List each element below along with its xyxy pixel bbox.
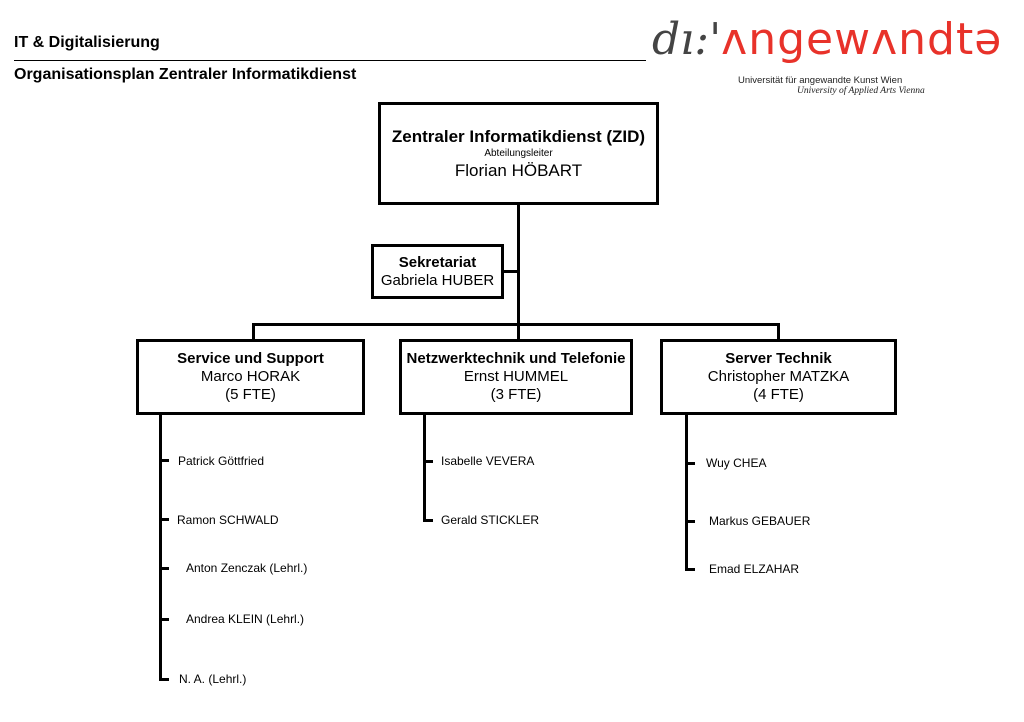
secretariat-name: Gabriela HUBER <box>380 271 495 289</box>
department-box-server-technik: Server Technik Christopher MATZKA (4 FTE… <box>660 339 897 415</box>
member-tick <box>159 567 169 570</box>
logo-caption-en: University of Applied Arts Vienna <box>797 86 925 96</box>
member-tick <box>159 459 169 462</box>
department-box-network-telephony: Netzwerktechnik und Telefonie Ernst HUMM… <box>399 339 633 415</box>
connector-dept-3 <box>777 323 780 341</box>
member-line-dept-2 <box>423 415 426 522</box>
head-box: Zentraler Informatikdienst (ZID) Abteilu… <box>378 102 659 205</box>
department-title: Netzwerktechnik und Telefonie <box>406 350 626 367</box>
connector-dept-2 <box>517 323 520 341</box>
member-name: Gerald STICKLER <box>441 513 540 527</box>
member-tick <box>423 519 433 522</box>
head-name: Florian HÖBART <box>454 160 583 180</box>
header-divider <box>14 60 646 61</box>
angewandte-logo: dı:'ʌngewʌndtə <box>652 18 1002 62</box>
member-name: Anton Zenczak (Lehrl.) <box>186 561 308 575</box>
connector-dept-1 <box>252 323 255 341</box>
head-title: Zentraler Informatikdienst (ZID) <box>391 126 646 146</box>
department-lead: Ernst HUMMEL <box>463 368 569 385</box>
page-title: IT & Digitalisierung <box>14 34 160 51</box>
page-subtitle: Organisationsplan Zentraler Informatikdi… <box>14 66 357 83</box>
member-name: N. A. (Lehrl.) <box>179 672 247 686</box>
member-tick <box>159 518 169 521</box>
logo-wordmark: ʌngewʌndtə <box>721 14 1003 65</box>
connector-secretariat <box>503 270 519 273</box>
logo-prefix: dı:' <box>652 14 722 65</box>
member-tick <box>159 618 169 621</box>
department-lead: Christopher MATZKA <box>707 368 850 385</box>
logo-caption-de: Universität für angewandte Kunst Wien <box>738 75 903 86</box>
department-lead: Marco HORAK <box>200 368 301 385</box>
member-tick <box>423 460 433 463</box>
department-title: Service und Support <box>177 350 324 367</box>
member-tick <box>685 462 695 465</box>
department-fte: (5 FTE) <box>225 386 276 403</box>
member-name: Andrea KLEIN (Lehrl.) <box>186 612 305 626</box>
member-name: Isabelle VEVERA <box>441 454 535 468</box>
head-role: Abteilungsleiter <box>484 147 553 159</box>
department-fte: (3 FTE) <box>490 386 542 403</box>
member-tick <box>159 678 169 681</box>
connector-horizontal-bus <box>252 323 780 326</box>
member-tick <box>685 568 695 571</box>
department-fte: (4 FTE) <box>753 386 804 403</box>
member-line-dept-1 <box>159 415 162 680</box>
department-title: Server Technik <box>725 350 832 367</box>
member-name: Emad ELZAHAR <box>709 562 800 576</box>
department-box-service-support: Service und Support Marco HORAK (5 FTE) <box>136 339 365 415</box>
member-tick <box>685 520 695 523</box>
member-name: Patrick Göttfried <box>178 454 265 468</box>
member-name: Wuy CHEA <box>706 456 767 470</box>
member-line-dept-3 <box>685 415 688 571</box>
member-name: Markus GEBAUER <box>709 514 811 528</box>
member-name: Ramon SCHWALD <box>177 513 279 527</box>
secretariat-title: Sekretariat <box>398 253 477 271</box>
secretariat-box: Sekretariat Gabriela HUBER <box>371 244 504 299</box>
connector-head-trunk <box>517 204 520 325</box>
